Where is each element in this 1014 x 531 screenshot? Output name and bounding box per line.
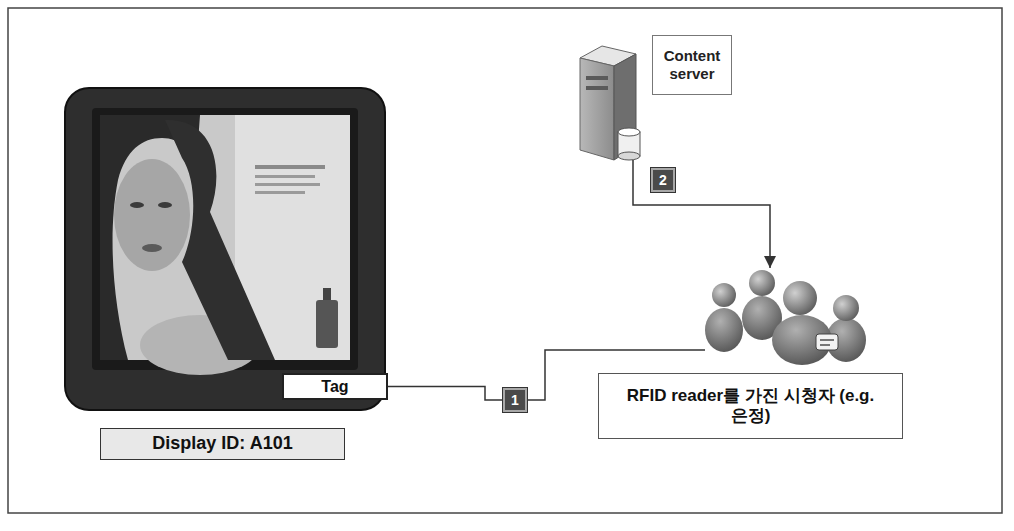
display-inner-bezel <box>92 108 358 370</box>
label-box: RFID reader를 가진 시청자 (e.g. 은정) <box>598 373 903 439</box>
label-box: Content server <box>652 35 732 95</box>
display-bezel <box>65 88 385 410</box>
database-bottom <box>618 152 640 160</box>
callout-number: 2 <box>651 168 675 192</box>
display-monitor <box>65 88 385 410</box>
person-head <box>749 270 775 296</box>
bottle-neck <box>323 288 331 302</box>
tag-box: Tag <box>282 373 388 400</box>
lips <box>142 244 162 252</box>
callout-text: 2 <box>659 172 667 188</box>
server-front <box>580 58 614 160</box>
viewers-icon <box>705 270 866 365</box>
person-body <box>705 308 743 352</box>
node-text: Content server <box>659 47 725 83</box>
ad-text-line <box>255 183 320 186</box>
ad-text-line <box>255 165 325 169</box>
screen <box>100 115 350 360</box>
callout-text: 1 <box>511 392 519 408</box>
person-head <box>833 295 859 321</box>
hair-strand <box>165 120 275 360</box>
viewer-node: RFID reader를 가진 시청자 (e.g. 은정) <box>598 268 903 440</box>
eye <box>158 202 172 208</box>
person-head <box>712 283 736 307</box>
rfid-reader-detail <box>820 339 834 341</box>
server-icon <box>580 46 640 160</box>
display-id-box: Display ID: A101 <box>100 428 345 460</box>
drive-slot <box>586 76 608 80</box>
rfid-reader-detail <box>820 344 830 346</box>
ad-text-line <box>255 191 305 194</box>
ad-text-line <box>255 175 315 178</box>
person-head <box>783 281 817 315</box>
eye <box>130 202 144 208</box>
server-node: Content server <box>568 35 733 160</box>
outer-frame <box>8 8 1002 513</box>
drive-slot <box>586 86 608 90</box>
database-top <box>618 128 640 136</box>
callout-number: 1 <box>503 388 527 412</box>
node-text: Display ID: A101 <box>152 433 292 455</box>
face <box>114 159 190 271</box>
connector <box>633 160 770 268</box>
bottle <box>316 300 338 348</box>
rfid-reader <box>816 334 838 350</box>
node-text: Tag <box>321 377 348 396</box>
node-text: RFID reader를 가진 시청자 (e.g. 은정) <box>623 386 878 427</box>
